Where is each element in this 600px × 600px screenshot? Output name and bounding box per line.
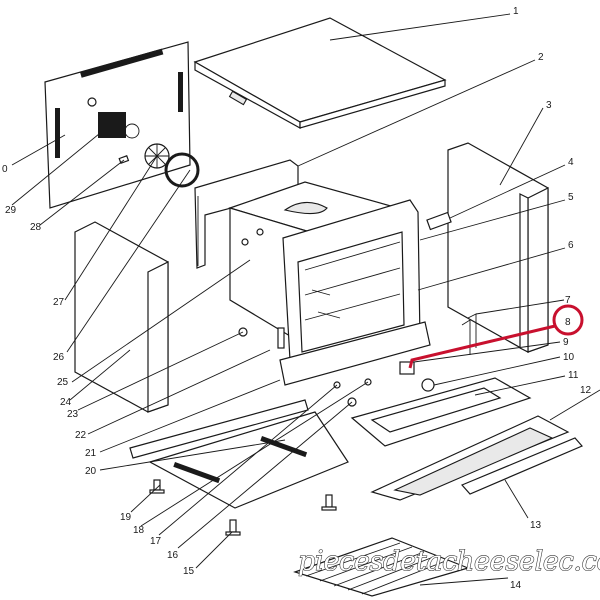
label-25: 25 xyxy=(57,377,69,388)
door-frame xyxy=(350,377,532,447)
label-15: 15 xyxy=(183,566,195,577)
label-12: 12 xyxy=(580,385,592,396)
door-glass xyxy=(370,415,570,501)
oven-lamp xyxy=(426,211,452,231)
top-cover xyxy=(193,17,447,130)
rear-panel xyxy=(44,41,191,209)
label-17: 17 xyxy=(150,536,162,547)
label-9: 9 xyxy=(563,337,569,348)
label-7: 7 xyxy=(565,295,571,306)
left-side-panel xyxy=(74,221,169,413)
right-side-panel xyxy=(447,142,549,353)
label-21: 21 xyxy=(85,448,97,459)
label-0: 0 xyxy=(2,164,8,175)
label-11: 11 xyxy=(568,370,579,381)
label-26: 26 xyxy=(53,352,65,363)
label-14: 14 xyxy=(510,580,522,591)
control-panel xyxy=(277,321,431,386)
label-3: 3 xyxy=(546,100,552,111)
label-10: 10 xyxy=(563,352,575,363)
label-1: 1 xyxy=(513,6,519,17)
label-29: 29 xyxy=(5,205,17,216)
label-2: 2 xyxy=(538,52,544,63)
leader-lines xyxy=(11,13,600,586)
part-numbers: 1 2 3 4 5 6 7 8 9 10 11 12 13 14 15 16 1… xyxy=(2,6,592,591)
label-22: 22 xyxy=(75,430,87,441)
label-19: 19 xyxy=(120,512,132,523)
label-27: 27 xyxy=(53,297,65,308)
knob xyxy=(421,378,435,392)
label-6: 6 xyxy=(568,240,574,251)
highlight-part-8 xyxy=(408,304,584,369)
label-5: 5 xyxy=(568,192,574,203)
label-16: 16 xyxy=(167,550,179,561)
feet xyxy=(149,479,337,536)
oven-rack xyxy=(293,537,470,597)
label-13: 13 xyxy=(530,520,542,531)
oven-cavity xyxy=(228,181,421,371)
bottom-panel xyxy=(129,399,349,509)
label-8: 8 xyxy=(565,317,571,328)
label-23: 23 xyxy=(67,409,79,420)
watermark: piecesdetacheeselec.com xyxy=(298,546,600,577)
label-28: 28 xyxy=(30,222,42,233)
label-4: 4 xyxy=(568,157,574,168)
heating-ring xyxy=(164,152,200,188)
label-18: 18 xyxy=(133,525,145,536)
label-24: 24 xyxy=(60,397,72,408)
label-20: 20 xyxy=(85,466,97,477)
door-handle xyxy=(460,437,583,495)
